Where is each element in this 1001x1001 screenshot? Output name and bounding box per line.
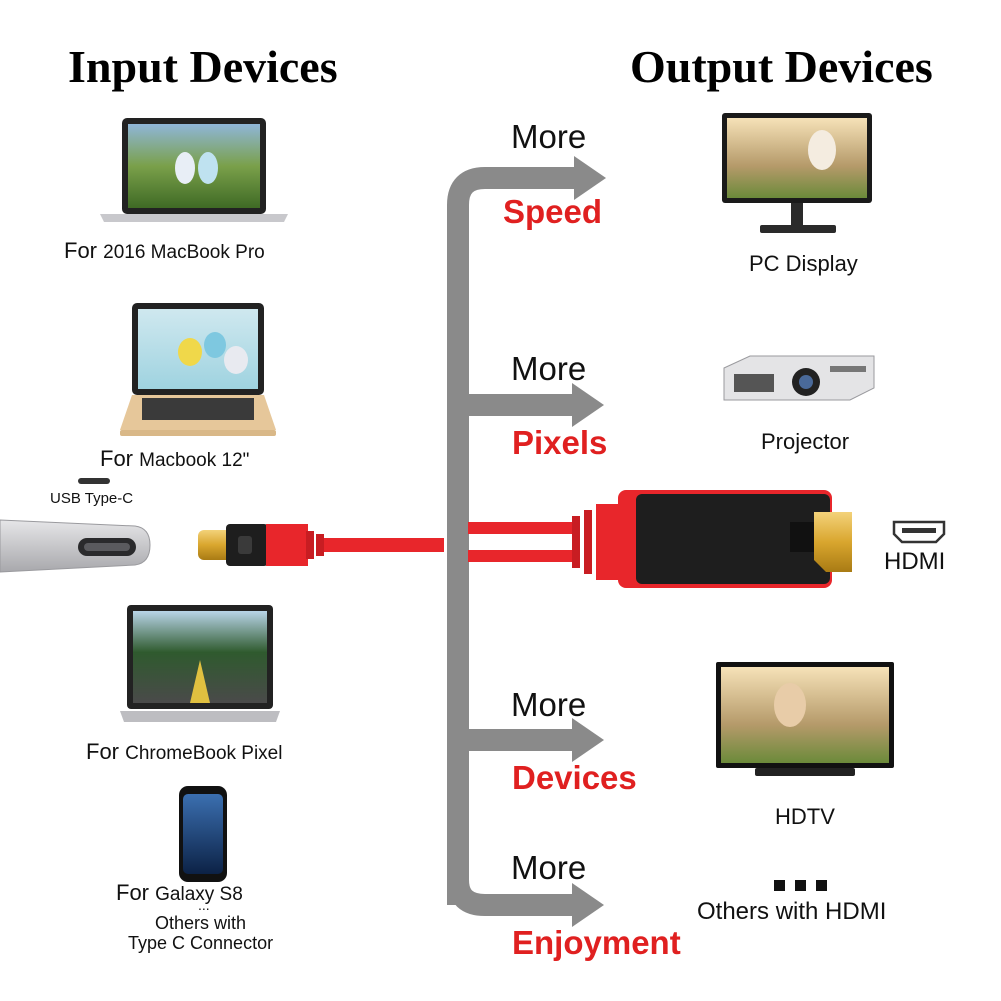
caption-usb-type-c: USB Type-C (50, 490, 134, 507)
caption-chromebook: For ChromeBook Pixel (86, 739, 282, 765)
caption-galaxy: For Galaxy S8 (116, 880, 243, 906)
usb-c-port-icon (78, 478, 110, 484)
hdmi-port-icon (892, 520, 946, 544)
galaxy-s8-image (179, 786, 227, 882)
pc-display-image (722, 113, 872, 233)
macbook-pro-image (100, 118, 288, 222)
feature-label-enjoyment: Enjoyment (512, 924, 681, 961)
others-dots-icon (774, 880, 827, 891)
caption-name: ChromeBook Pixel (125, 743, 283, 764)
hdtv-image (716, 662, 894, 776)
caption-hdtv: HDTV (775, 804, 835, 829)
caption-prefix: For (116, 880, 149, 905)
hdmi-cable (198, 490, 852, 588)
feature-more-2: More (511, 350, 587, 387)
feature-more-1: More (511, 118, 587, 155)
caption-name: 2016 MacBook Pro (103, 242, 265, 263)
caption-projector: Projector (761, 429, 850, 454)
caption-name: Galaxy S8 (155, 884, 243, 905)
caption-prefix: For (100, 446, 133, 471)
caption-galaxy-dots: ... (198, 897, 210, 913)
caption-others-line1: Others with (155, 913, 247, 933)
output-devices-heading: Output Devices (630, 41, 933, 92)
caption-prefix: For (64, 238, 97, 263)
feature-label-speed: Speed (503, 193, 603, 230)
caption-macbook-pro: For 2016 MacBook Pro (64, 238, 265, 264)
macbook-12-image (120, 303, 276, 436)
caption-prefix: For (86, 739, 119, 764)
feature-label-devices: Devices (512, 759, 637, 796)
input-devices-heading: Input Devices (68, 41, 338, 92)
arrow-heads (572, 156, 606, 927)
caption-macbook-12: For Macbook 12" (100, 446, 249, 472)
caption-name: Macbook 12" (139, 450, 250, 471)
projector-image (723, 355, 875, 401)
branch-arrows (447, 167, 576, 916)
caption-hdmi: HDMI (884, 548, 946, 575)
caption-pc-display: PC Display (749, 251, 858, 276)
laptop-side (0, 519, 151, 573)
caption-others-line2: Type C Connector (128, 933, 274, 953)
feature-more-4: More (511, 849, 587, 886)
feature-label-pixels: Pixels (512, 424, 608, 461)
chromebook-image (120, 605, 280, 722)
feature-more-3: More (511, 686, 587, 723)
caption-others-hdmi: Others with HDMI (697, 898, 887, 925)
